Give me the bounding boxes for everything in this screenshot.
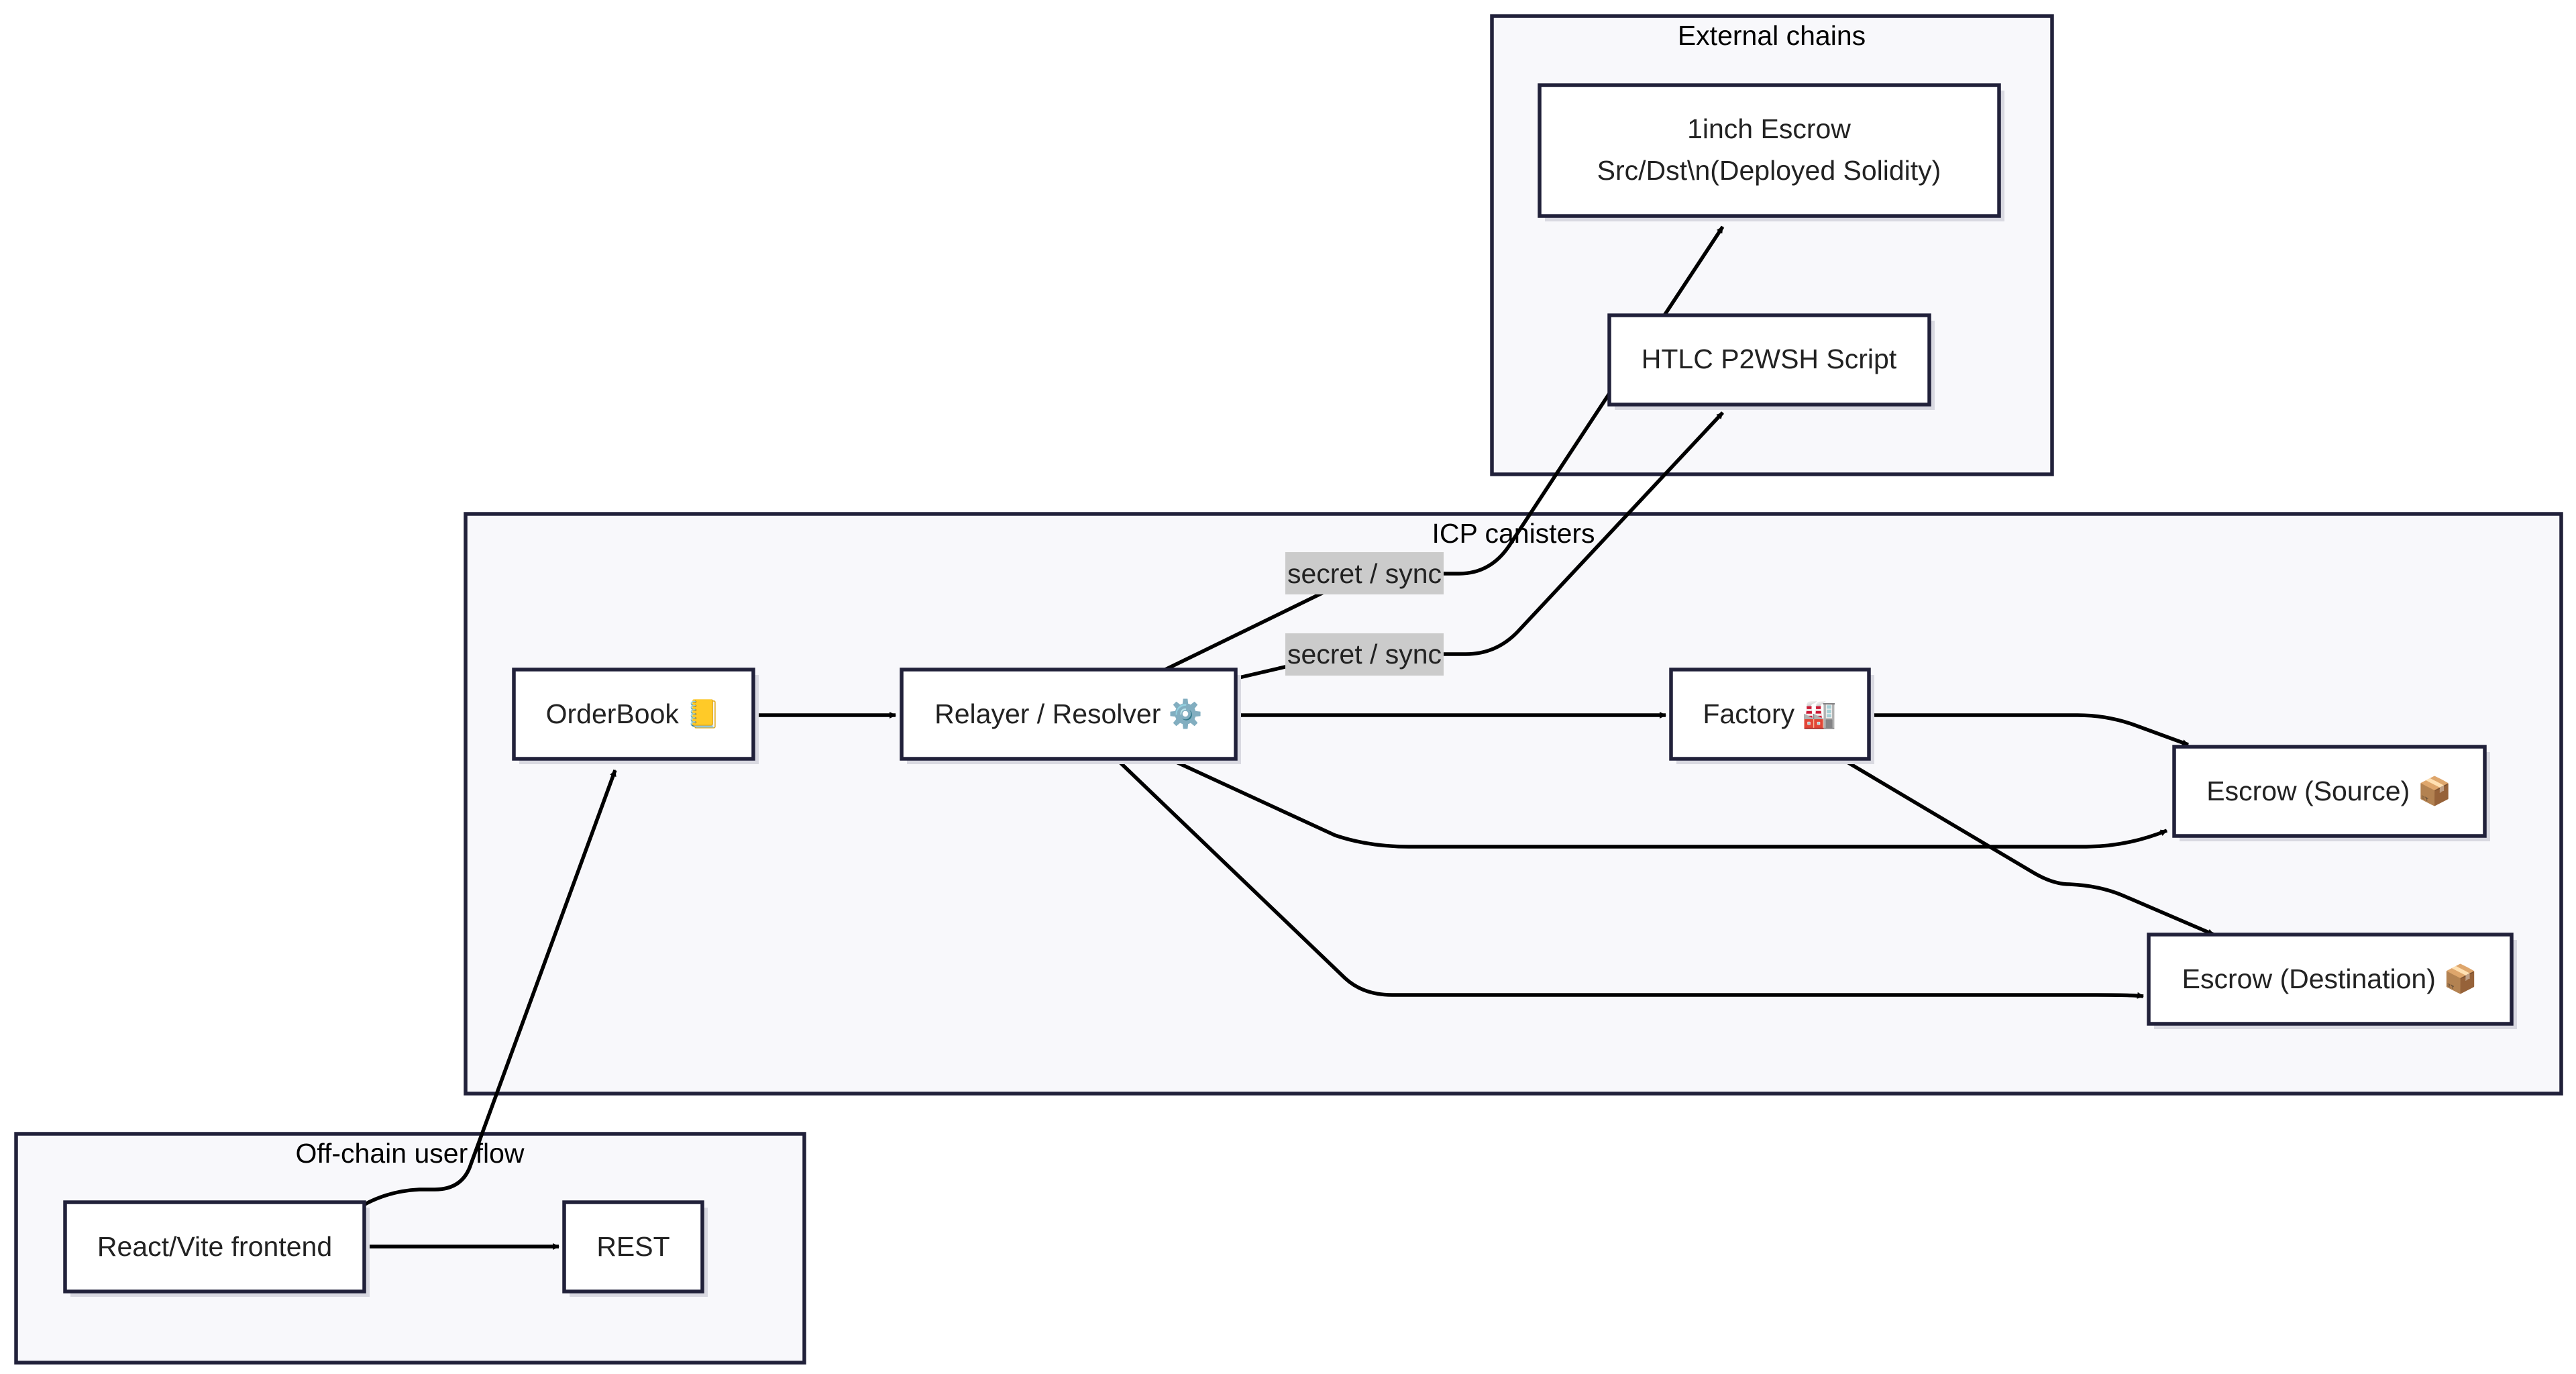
factory-icon: 🏭 <box>1803 698 1837 730</box>
node-label: Src/Dst\n(Deployed Solidity) <box>1597 155 1941 186</box>
node-factory[interactable]: Factory 🏭 <box>1669 668 1874 764</box>
edge-htlc-to-1inch-escrow <box>1662 225 1725 317</box>
edge-label-text: secret / sync <box>1287 639 1442 670</box>
node-label: Escrow (Destination) <box>2182 963 2436 994</box>
gear-icon: ⚙️ <box>1169 698 1203 730</box>
edges <box>362 225 2215 1250</box>
node-orderbook[interactable]: OrderBook 📒 <box>512 668 759 764</box>
edge-relayer-to-escrow-source <box>1169 757 2168 849</box>
edge-label-secret-sync-1: secret / sync <box>1285 552 1444 594</box>
node-label-group: OrderBook 📒 <box>546 698 721 730</box>
edge-relayer-to-htlc <box>1236 664 1289 680</box>
node-label-group: Relayer / Resolver ⚙️ <box>934 698 1203 730</box>
node-relayer-resolver[interactable]: Relayer / Resolver ⚙️ <box>900 668 1241 764</box>
edge-secret-sync-to-htlc-box <box>1444 391 1612 576</box>
node-label: Relayer / Resolver <box>934 698 1161 729</box>
cluster-label-external-chains: External chains <box>1678 20 1866 51</box>
edge-factory-to-escrow-source <box>1870 713 2189 747</box>
node-label: REST <box>596 1231 669 1262</box>
node-escrow-source[interactable]: Escrow (Source) 📦 <box>2172 745 2490 841</box>
node-label: React/Vite frontend <box>97 1231 332 1262</box>
edge-frontend-to-orderbook <box>362 770 617 1207</box>
node-1inch-escrow[interactable]: 1inch Escrow Src/Dst\n(Deployed Solidity… <box>1538 83 2004 221</box>
node-escrow-destination[interactable]: Escrow (Destination) 📦 <box>2147 933 2517 1029</box>
edge-label-text: secret / sync <box>1287 558 1442 589</box>
package-icon: 📦 <box>2418 775 2452 807</box>
ledger-icon: 📒 <box>686 698 720 730</box>
package-icon: 📦 <box>2443 963 2477 995</box>
edge-factory-to-escrow-destination <box>1841 757 2215 937</box>
node-htlc-p2wsh-script[interactable]: HTLC P2WSH Script <box>1607 313 1935 410</box>
node-react-vite-frontend[interactable]: React/Vite frontend <box>63 1200 370 1297</box>
node-label: Factory <box>1703 698 1794 729</box>
node-label-group: Factory 🏭 <box>1703 698 1836 730</box>
node-rest[interactable]: REST <box>562 1200 708 1297</box>
edge-relayer-to-escrow-destination <box>1116 758 2144 999</box>
edge-secret-sync-to-htlc <box>1444 411 1725 656</box>
edge-label-secret-sync-2: secret / sync <box>1285 633 1444 676</box>
node-label-group: Escrow (Destination) 📦 <box>2182 963 2478 995</box>
edge-relayer-to-1inch-escrow <box>1164 590 1325 672</box>
node-label: Escrow (Source) <box>2206 776 2410 806</box>
node-label: HTLC P2WSH Script <box>1642 344 1897 374</box>
node-label: 1inch Escrow <box>1687 113 1851 144</box>
cluster-label-offchain-user-flow: Off-chain user flow <box>295 1138 524 1169</box>
node-label: OrderBook <box>546 698 680 729</box>
cluster-label-icp-canisters: ICP canisters <box>1432 518 1595 549</box>
node-label-group: Escrow (Source) 📦 <box>2206 775 2451 807</box>
